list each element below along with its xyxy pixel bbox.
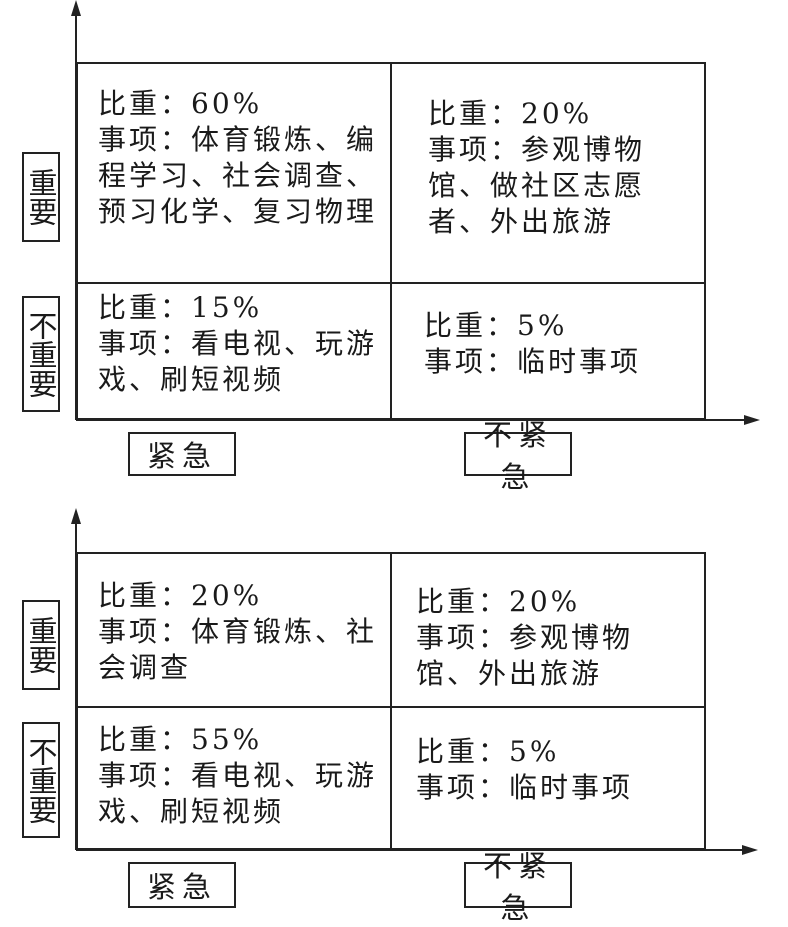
quadrant-unimportant-urgent: 比重：15% 事项：看电视、玩游戏、刷短视频 [98,290,388,398]
quadrant-grid-1 [76,62,706,420]
weight-text: 比重：5% [424,309,568,342]
quadrant-grid-2 [76,552,706,850]
quadrant-unimportant-urgent: 比重：55% 事项：看电视、玩游戏、刷短视频 [98,722,388,830]
y-label-important: 重要 [22,152,60,242]
quadrant-important-not-urgent: 比重：20% 事项：参观博物馆、外出旅游 [416,584,678,692]
weight-text: 比重：5% [416,735,560,768]
items-text: 事项：参观博物馆、做社区志愿者、外出旅游 [428,133,646,238]
quadrant-important-urgent: 比重：20% 事项：体育锻炼、社会调查 [98,578,378,686]
weight-text: 比重：15% [98,291,263,324]
weight-text: 比重：20% [416,585,581,618]
x-label-urgent: 紧急 [128,862,236,908]
quadrant-important-not-urgent: 比重：20% 事项：参观博物馆、做社区志愿者、外出旅游 [428,96,688,240]
weight-text: 比重：20% [428,97,593,130]
items-text: 事项：临时事项 [424,345,642,378]
y-label-unimportant: 不重要 [22,296,60,412]
items-text: 事项：体育锻炼、编程学习、社会调查、预习化学、复习物理 [98,123,378,228]
x-label-urgent: 紧急 [128,432,236,476]
items-text: 事项：看电视、玩游戏、刷短视频 [98,327,378,396]
y-label-important: 重要 [22,600,60,690]
quadrant-unimportant-not-urgent: 比重：5% 事项：临时事项 [424,308,684,380]
quadrant-unimportant-not-urgent: 比重：5% 事项：临时事项 [416,734,678,806]
weight-text: 比重：55% [98,723,263,756]
matrix-diagram-2: 比重：20% 事项：体育锻炼、社会调查 比重：20% 事项：参观博物馆、外出旅游… [0,508,788,925]
y-label-unimportant: 不重要 [22,722,60,838]
items-text: 事项：看电视、玩游戏、刷短视频 [98,759,378,828]
items-text: 事项：参观博物馆、外出旅游 [416,621,634,690]
weight-text: 比重：20% [98,579,263,612]
x-label-not-urgent: 不紧急 [464,849,572,925]
x-label-not-urgent: 不紧急 [464,418,572,494]
weight-text: 比重：60% [98,87,263,120]
quadrant-important-urgent: 比重：60% 事项：体育锻炼、编程学习、社会调查、预习化学、复习物理 [98,86,382,230]
matrix-diagram-1: 比重：60% 事项：体育锻炼、编程学习、社会调查、预习化学、复习物理 比重：20… [22,0,760,494]
items-text: 事项：体育锻炼、社会调查 [98,615,378,684]
items-text: 事项：临时事项 [416,771,634,804]
